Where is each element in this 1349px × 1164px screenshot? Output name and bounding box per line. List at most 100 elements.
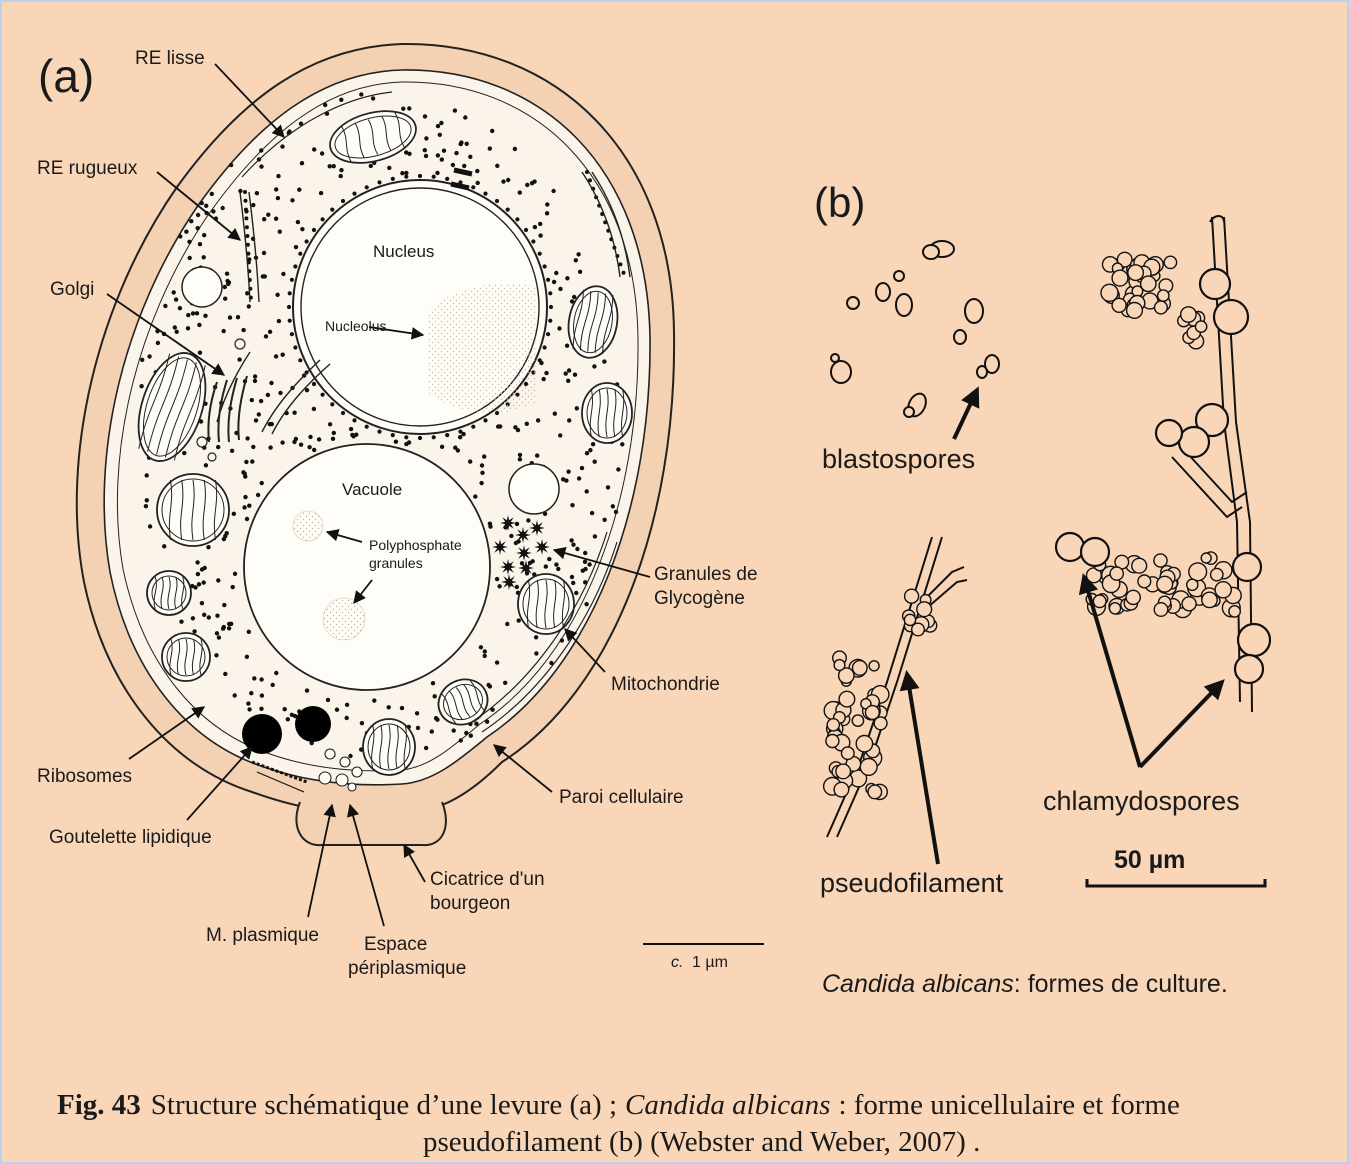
ribosome-dot (473, 494, 477, 498)
nuclear-ribosome (293, 345, 297, 349)
ribosome-dot (534, 635, 538, 639)
yeast-cell (917, 602, 932, 617)
yeast-cell (1126, 590, 1140, 604)
caption-text-1: Structure schématique d’une levure (a) ; (151, 1089, 617, 1121)
ribosome-dot (591, 442, 595, 446)
ribosome-dot (227, 622, 231, 626)
ribosome-dot (268, 445, 272, 449)
ribosome-dot (468, 459, 472, 463)
ribosome-dot (557, 326, 561, 330)
ribosome-dot (453, 446, 457, 450)
nuclear-ribosome (483, 418, 487, 422)
nuclear-ribosome (312, 228, 316, 232)
ribosome-dot (225, 272, 229, 276)
rer-ribosome (245, 234, 249, 238)
ribosome-dot (424, 136, 428, 140)
ribosome-dot (281, 353, 285, 357)
nuclear-ribosome (290, 278, 294, 282)
ribosome-dot (475, 169, 479, 173)
ribosome-dot (139, 384, 143, 388)
ribosome-dot (606, 485, 610, 489)
ribosome-dot (251, 445, 255, 449)
ribosome-dot (345, 716, 349, 720)
ribosome-dot (551, 189, 555, 193)
yeast-cell (1181, 307, 1196, 322)
ribosome-dot (245, 291, 249, 295)
ribosome-dot (554, 271, 558, 275)
ribosome-dot (404, 442, 408, 446)
nuclear-ribosome (495, 199, 499, 203)
ribosome-dot (581, 569, 585, 573)
ribosome-dot (495, 660, 499, 664)
ribosome-dot (184, 230, 188, 234)
ribosome-dot (278, 391, 282, 395)
ribosome-dot (588, 448, 592, 452)
ribosome-dot (483, 649, 487, 653)
ribosome-dot (319, 191, 323, 195)
ribosome-dot (251, 203, 255, 207)
ribosome-dot (196, 572, 200, 576)
ribosome-dot (259, 148, 263, 152)
ribosome-dot (564, 478, 568, 482)
ribosome-dot (300, 161, 304, 165)
ribosome-dot (538, 222, 542, 226)
yeast-cell (839, 691, 855, 707)
nuclear-ribosome (330, 402, 334, 406)
rer-ribosome (243, 190, 247, 194)
ribosome-dot (276, 196, 280, 200)
ribosome-dot (259, 164, 263, 168)
ribosome-dot (260, 693, 264, 697)
glycogen-granule (534, 539, 550, 555)
ribosome-dot (573, 373, 577, 377)
label-blastospores: blastospores (822, 444, 975, 474)
figure-caption-line-2: pseudofilament (b) (Webster and Weber, 2… (423, 1126, 980, 1158)
ribosome-dot (453, 108, 457, 112)
ribosome-dot (189, 219, 193, 223)
ribosome-dot (525, 422, 529, 426)
nuclear-ribosome (290, 332, 294, 336)
ribosome-dot (307, 445, 311, 449)
ribosome-dot (505, 622, 509, 626)
ribosome-dot (538, 233, 542, 237)
ribosome-dot (222, 603, 226, 607)
rer-ribosome (244, 216, 248, 220)
ribosome-dot (590, 511, 594, 515)
ribosome-dot (533, 225, 537, 229)
ribosome-dot (401, 107, 405, 111)
nuclear-ribosome (288, 319, 292, 323)
yeast-cell (1141, 276, 1156, 291)
label-re-rugueux: RE rugueux (37, 158, 138, 179)
ribosome-dot (200, 567, 204, 571)
ribosome-dot (182, 451, 186, 455)
ribosome-dot (249, 691, 253, 695)
ribosome-dot (300, 227, 304, 231)
ribosome-dot (359, 92, 363, 96)
ribosome-dot (145, 498, 149, 502)
ribosome-dot (574, 591, 578, 595)
ribosome-dot (567, 418, 571, 422)
ribosome-dot (430, 729, 434, 733)
mitochondrion (582, 383, 632, 443)
ribosome-dot (299, 443, 303, 447)
label-espace-1: Espace (364, 934, 427, 955)
ribosome-dot (483, 654, 487, 658)
ribosome-dot (274, 217, 278, 221)
nuclear-ribosome (445, 177, 449, 181)
ribosome-dot (232, 512, 236, 516)
mitochondrion (147, 571, 191, 615)
ribosome-dot (620, 442, 624, 446)
nuclear-ribosome (298, 252, 302, 256)
ribosome-dot (436, 153, 440, 157)
ribosome-dot (339, 174, 343, 178)
label-paroi: Paroi cellulaire (559, 787, 684, 808)
ribosome-dot (247, 630, 251, 634)
ribosome-dot (572, 295, 576, 299)
blastospore-arrow (954, 390, 977, 439)
ribosome-dot (216, 445, 220, 449)
ribosome-dot (547, 557, 551, 561)
ribosome-dot (188, 256, 192, 260)
ribosome-dot (451, 163, 455, 167)
yeast-cell (1158, 290, 1169, 301)
ribosome-dot (156, 341, 160, 345)
